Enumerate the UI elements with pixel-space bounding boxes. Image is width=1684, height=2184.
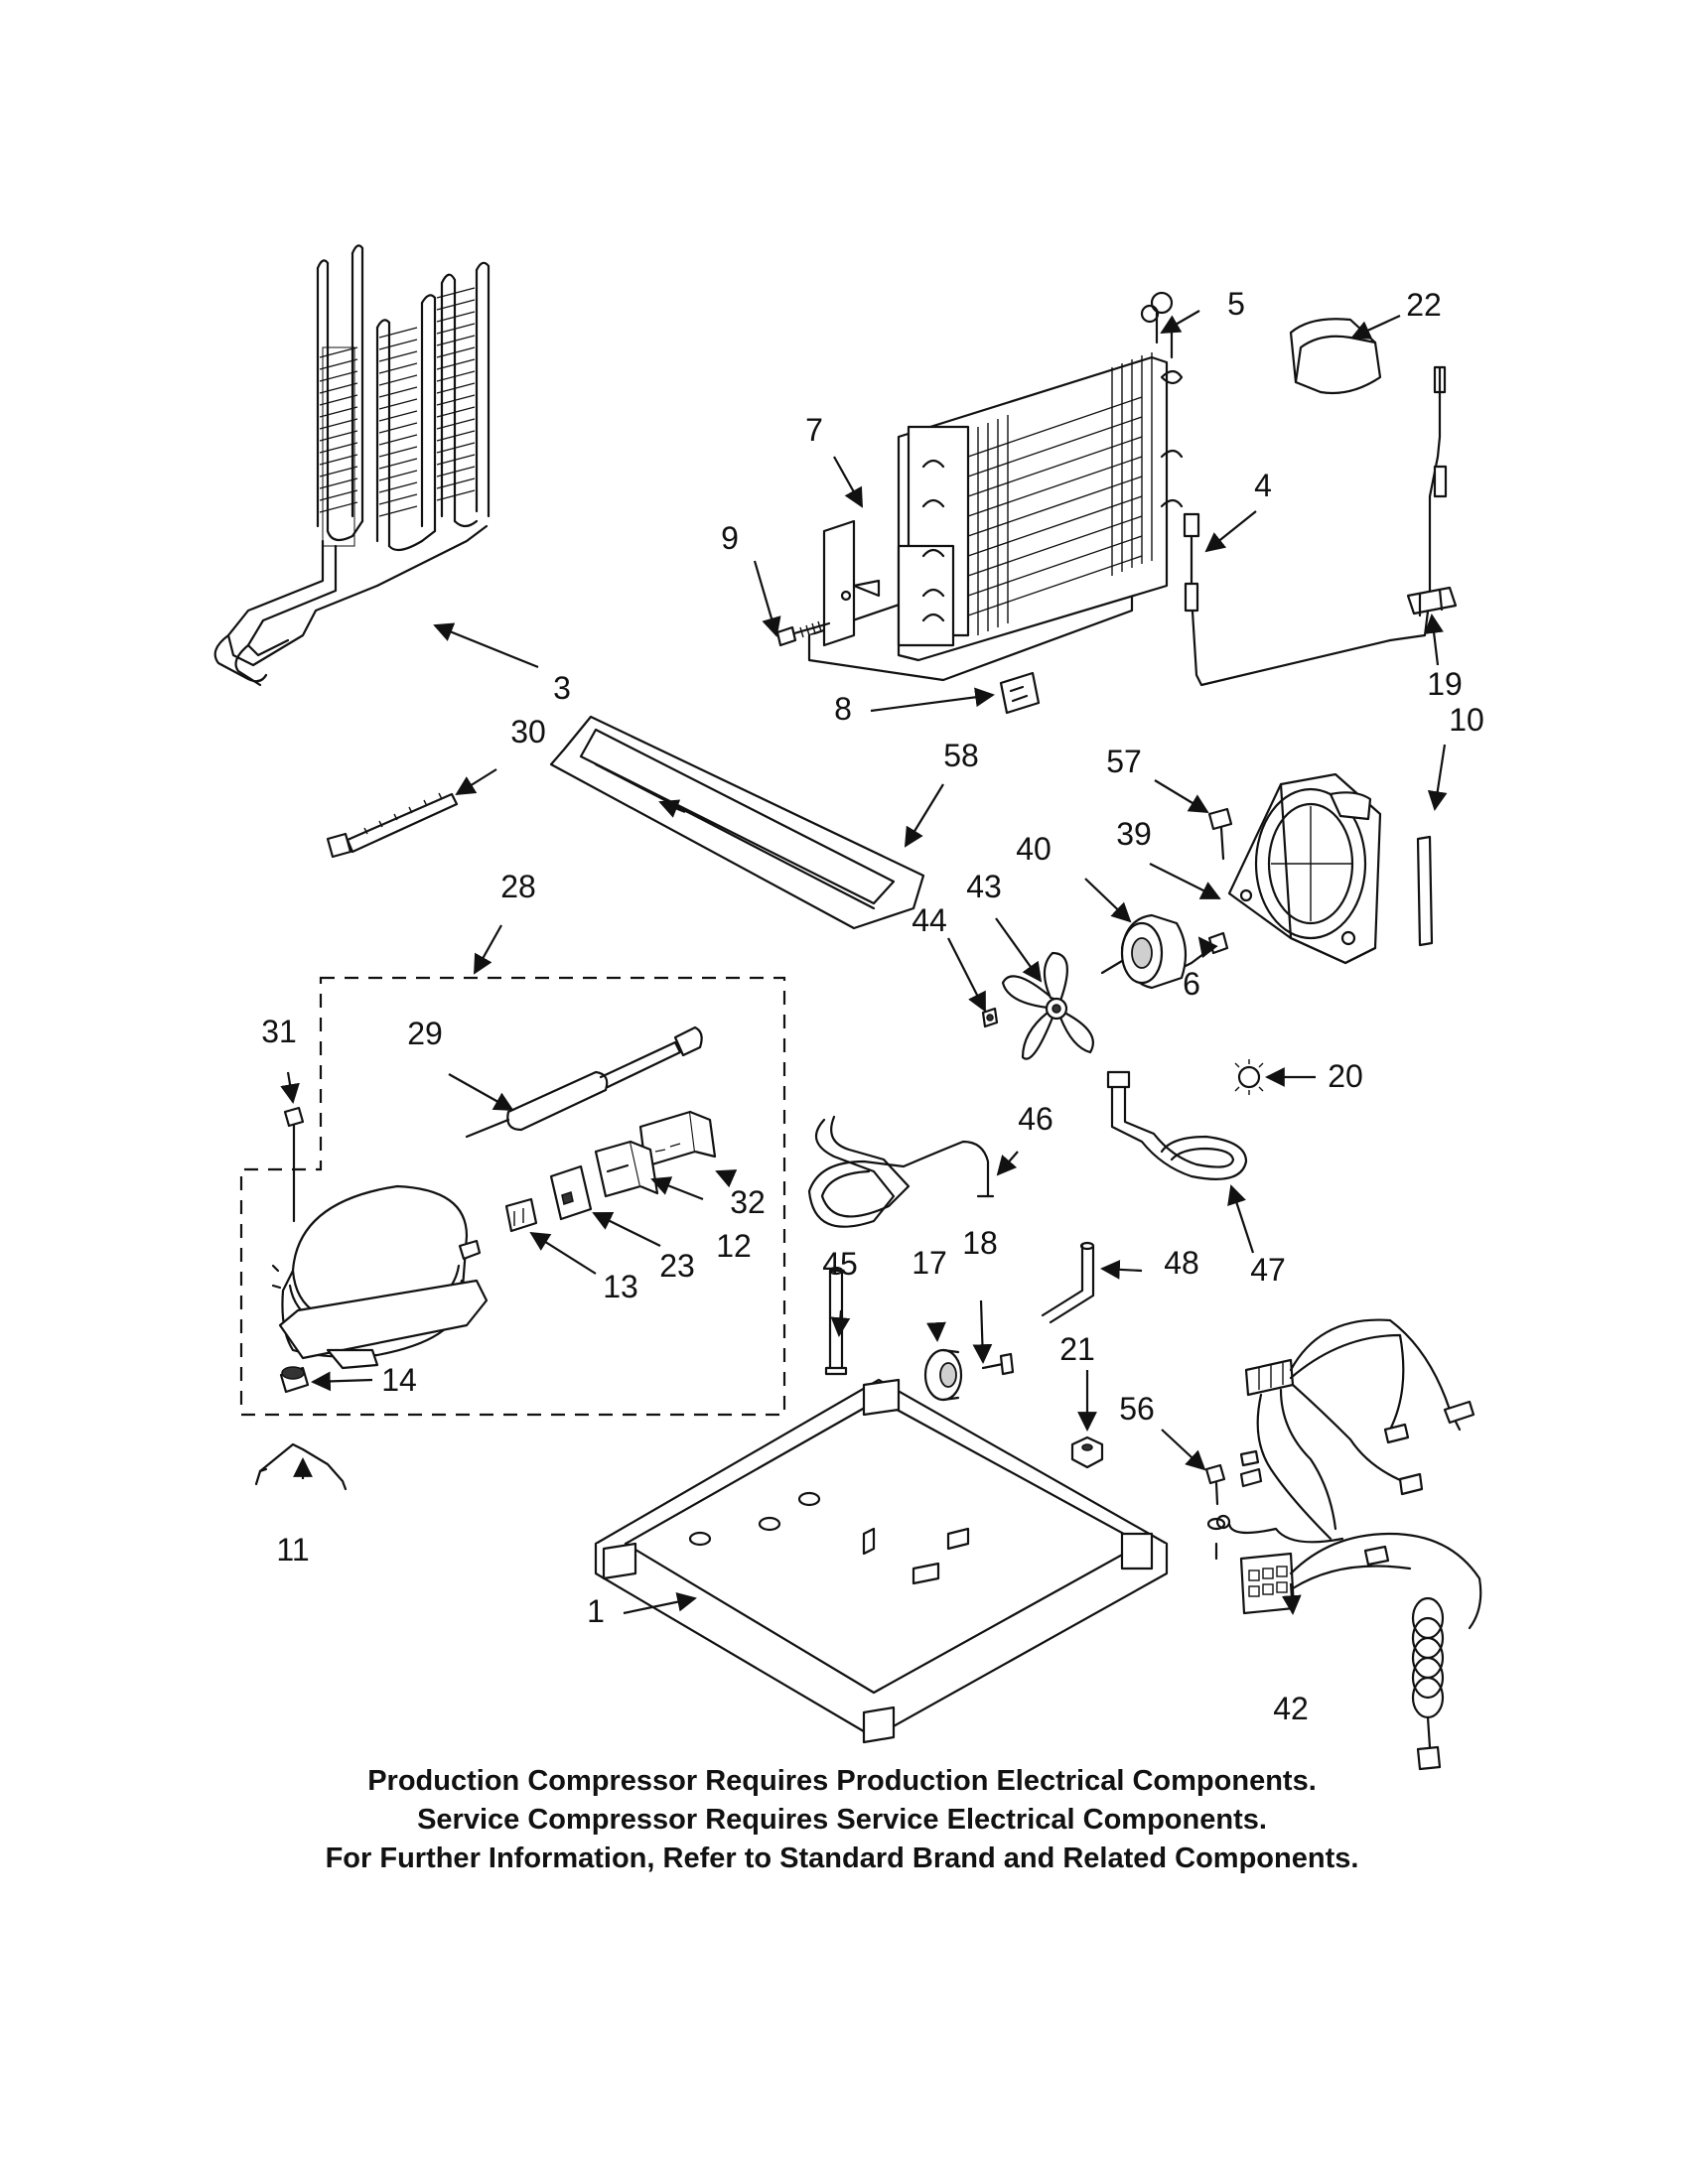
callout-56: 56 [1119,1391,1155,1427]
callout-22: 22 [1406,287,1442,323]
grommet-part-14 [279,1366,310,1394]
callout-28: 28 [500,869,536,904]
tube-part-48 [1041,1241,1095,1324]
tape-strip-part-10 [1416,835,1434,947]
overload-part-12 [594,1140,659,1198]
callout-31: 31 [261,1014,297,1049]
callout-42: 42 [1273,1691,1309,1726]
screw-part-57 [1207,807,1233,861]
callout-57: 57 [1106,744,1142,779]
callout-39: 39 [1116,816,1152,852]
note-production-compressor: Production Compressor Requires Productio… [367,1765,1317,1797]
callout-7: 7 [805,412,823,448]
spring-clip-part-11 [254,1442,348,1491]
fan-blade-part-43 [1001,951,1094,1060]
callout-21: 21 [1059,1331,1095,1367]
terminal-part-13 [504,1197,538,1233]
screw-washer-part-56 [1204,1463,1226,1561]
evaporator-assembly-part [807,291,1184,682]
nut-part-21 [1070,1435,1104,1469]
drier-part-29 [465,1025,703,1139]
callout-32: 32 [730,1184,766,1220]
callout-10: 10 [1449,702,1484,738]
callout-9: 9 [721,520,739,556]
callout-17: 17 [912,1245,947,1281]
screw-part-18 [981,1352,1015,1376]
callout-6: 6 [1183,966,1200,1002]
fan-motor-part-40 [1100,913,1188,990]
note-service-compressor: Service Compressor Requires Service Elec… [417,1804,1267,1836]
callout-30: 30 [510,714,546,750]
base-frame-part-1 [594,1378,1169,1744]
connector-part-23 [549,1164,593,1221]
callout-3: 3 [553,670,571,706]
callout-18: 18 [962,1225,998,1261]
callout-labels: 1 3 4 5 6 7 8 9 10 11 12 13 14 17 18 19 … [261,286,1484,1726]
callout-58: 58 [943,738,979,773]
callout-12: 12 [716,1228,752,1264]
callout-40: 40 [1016,831,1052,867]
callout-14: 14 [381,1362,417,1398]
callout-20: 20 [1328,1058,1363,1094]
retainer-clip-part-44 [981,1007,999,1028]
bracket-clip-part-8 [999,671,1041,715]
callout-19: 19 [1427,666,1463,702]
callout-23: 23 [659,1248,695,1284]
cable-tie-part-30 [326,792,459,859]
footer-notes: Production Compressor Requires Productio… [0,1762,1684,1878]
callout-13: 13 [603,1269,638,1304]
note-further-information: For Further Information, Refer to Standa… [325,1843,1359,1874]
callout-48: 48 [1164,1245,1199,1281]
callout-11: 11 [276,1532,309,1568]
condenser-coil-part [213,244,491,687]
callout-47: 47 [1250,1252,1286,1288]
callout-leaders [280,310,1448,1615]
callout-45: 45 [822,1246,858,1282]
roller-part-17 [923,1348,963,1402]
wiring-harness-part-42 [1215,1318,1482,1771]
drain-tube-part-46 [807,1115,995,1228]
relay-part-32 [638,1110,717,1168]
callout-4: 4 [1254,468,1272,503]
thermostat-part-4 [1183,365,1448,687]
drain-tube-part-47 [1106,1070,1248,1180]
screw-part-6 [1180,931,1229,970]
callout-43: 43 [966,869,1002,904]
clip-part-19 [1406,586,1458,617]
compressor-kit-boundary-28 [239,976,786,1417]
screw-part-31 [283,1106,305,1223]
compressor-part [271,1184,489,1370]
grommet-part-20 [1234,1059,1264,1095]
callout-44: 44 [912,902,947,938]
callout-46: 46 [1018,1101,1053,1137]
callout-29: 29 [407,1016,443,1051]
callout-1: 1 [587,1593,605,1629]
fan-shroud-part-39 [1227,772,1382,965]
pin-part-45 [824,1266,848,1376]
callout-8: 8 [834,691,852,727]
drain-tray-part-58 [549,715,925,930]
callout-5: 5 [1227,286,1245,322]
screw-part-9 [775,620,831,647]
